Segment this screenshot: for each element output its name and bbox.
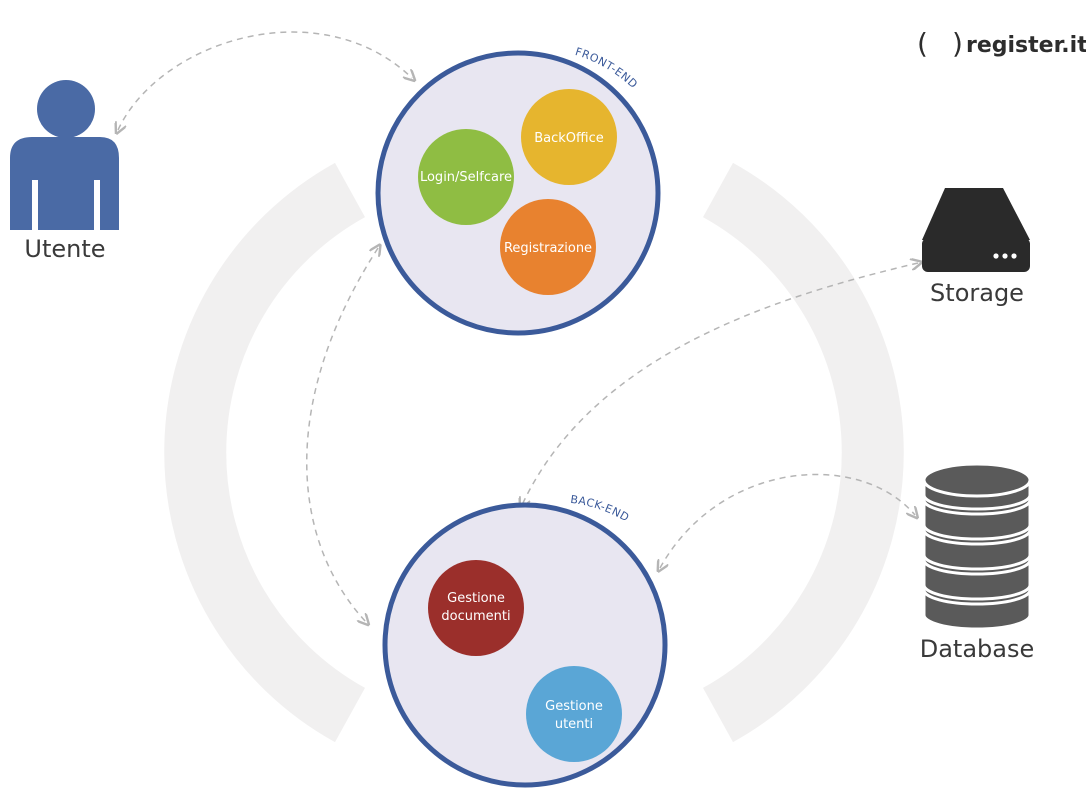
storage-node: Storage [922,188,1030,307]
database-label: Database [920,635,1035,663]
module-label-line1: Gestione [545,699,603,714]
module-login-selfcare: Login/Selfcare [418,129,514,225]
brand-logo: ( ) register.it [917,27,1086,60]
module-gestione-documenti: Gestione documenti [428,560,524,656]
hard-drive-icon [922,188,1030,272]
logo-paren-right: ) [952,27,963,60]
frontend-circle [375,50,661,336]
arrow-storage-backend [522,263,918,505]
module-registrazione: Registrazione [500,199,596,295]
module-label-line2: documenti [441,609,510,624]
backend-node: BACK-END Gestione documenti Gestione ute… [382,493,668,788]
user-label: Utente [24,235,105,263]
arrow-database-backend [660,473,915,568]
module-label-line1: Gestione [447,591,505,606]
module-label-line2: utenti [555,717,593,732]
arrow-user-frontend [118,31,412,130]
logo-text: register.it [966,33,1086,58]
arrow-frontend-backend [306,248,378,622]
database-icon [922,462,1032,631]
backend-circle [382,502,668,788]
user-node: Utente [10,80,119,263]
module-label: BackOffice [534,131,604,146]
storage-label: Storage [930,279,1024,307]
logo-paren-left: ( [917,27,928,60]
connectors [118,31,918,622]
module-gestione-utenti: Gestione utenti [526,666,622,762]
frontend-node: FRONT-END Login/Selfcare BackOffice Regi… [375,45,661,336]
module-label: Registrazione [504,241,592,256]
database-node: Database [920,462,1035,663]
user-icon [10,80,119,230]
module-label: Login/Selfcare [420,170,512,185]
module-backoffice: BackOffice [521,89,617,185]
